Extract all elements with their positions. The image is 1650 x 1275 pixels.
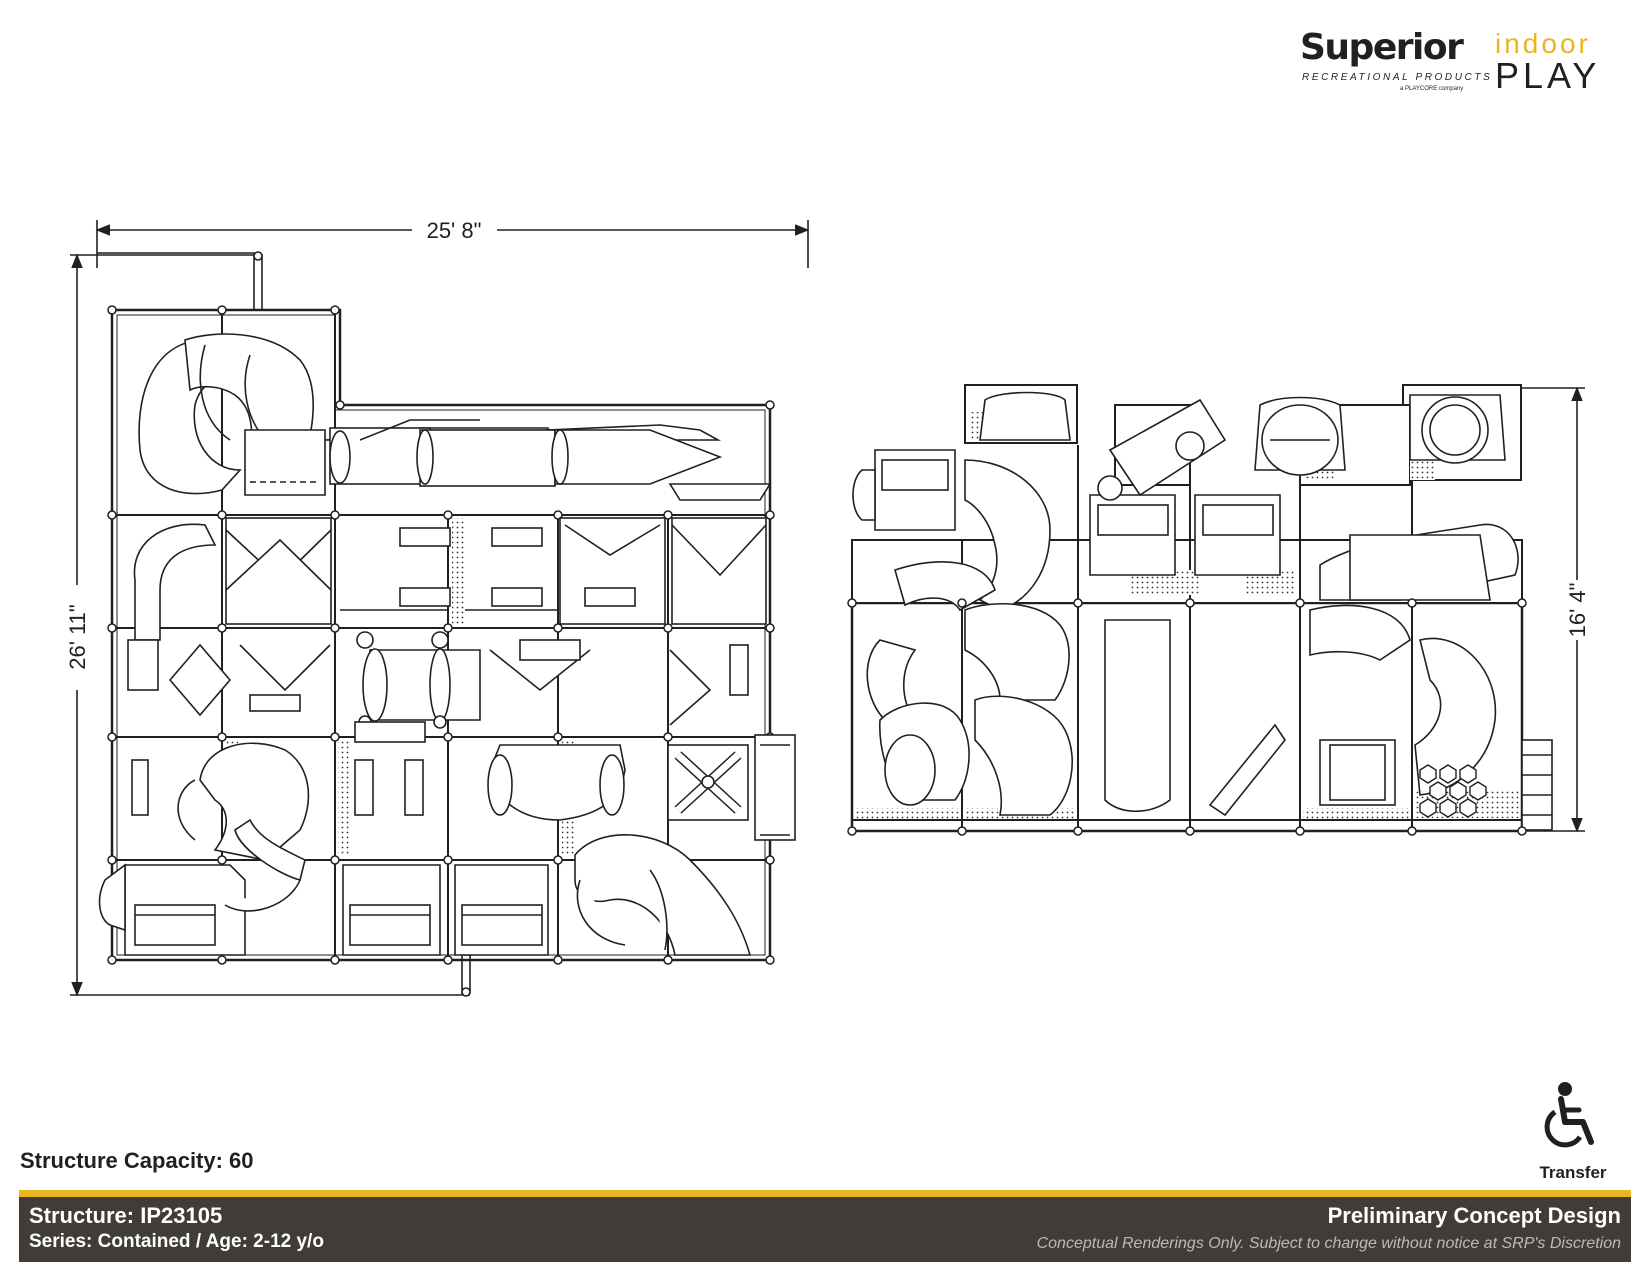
width-dimension-label: 25' 8" <box>427 218 482 243</box>
structure-capacity: Structure Capacity: 60 <box>20 1148 254 1173</box>
disclaimer: Conceptual Renderings Only. Subject to c… <box>1036 1235 1621 1252</box>
brand-tagline: a PLAYCORE company <box>1400 86 1464 92</box>
concept-drawings: 25' 8" 26' 11" 16' 4" <box>63 216 1591 997</box>
accessibility-label: Transfer <box>1539 1163 1607 1182</box>
product-line-indoor: indoor <box>1495 28 1591 59</box>
height-dimension-label: 16' 4" <box>1565 583 1590 638</box>
footer-bar: Structure: IP23105 Series: Contained / A… <box>19 1190 1631 1262</box>
elevation-view <box>847 384 1585 836</box>
wheelchair-icon <box>1544 1082 1594 1148</box>
brand-logo: Superior RECREATIONAL PRODUCTS a PLAYCOR… <box>1300 28 1620 98</box>
design-status: Preliminary Concept Design <box>1327 1203 1621 1228</box>
depth-dimension-label: 26' 11" <box>65 604 90 669</box>
brand-name: Superior <box>1300 27 1464 68</box>
series-age: Series: Contained / Age: 2-12 y/o <box>29 1231 324 1252</box>
brand-subtitle: RECREATIONAL PRODUCTS <box>1302 72 1493 83</box>
plan-view <box>70 220 810 997</box>
structure-id: Structure: IP23105 <box>29 1203 223 1228</box>
product-line-play: PLAY <box>1495 55 1601 96</box>
